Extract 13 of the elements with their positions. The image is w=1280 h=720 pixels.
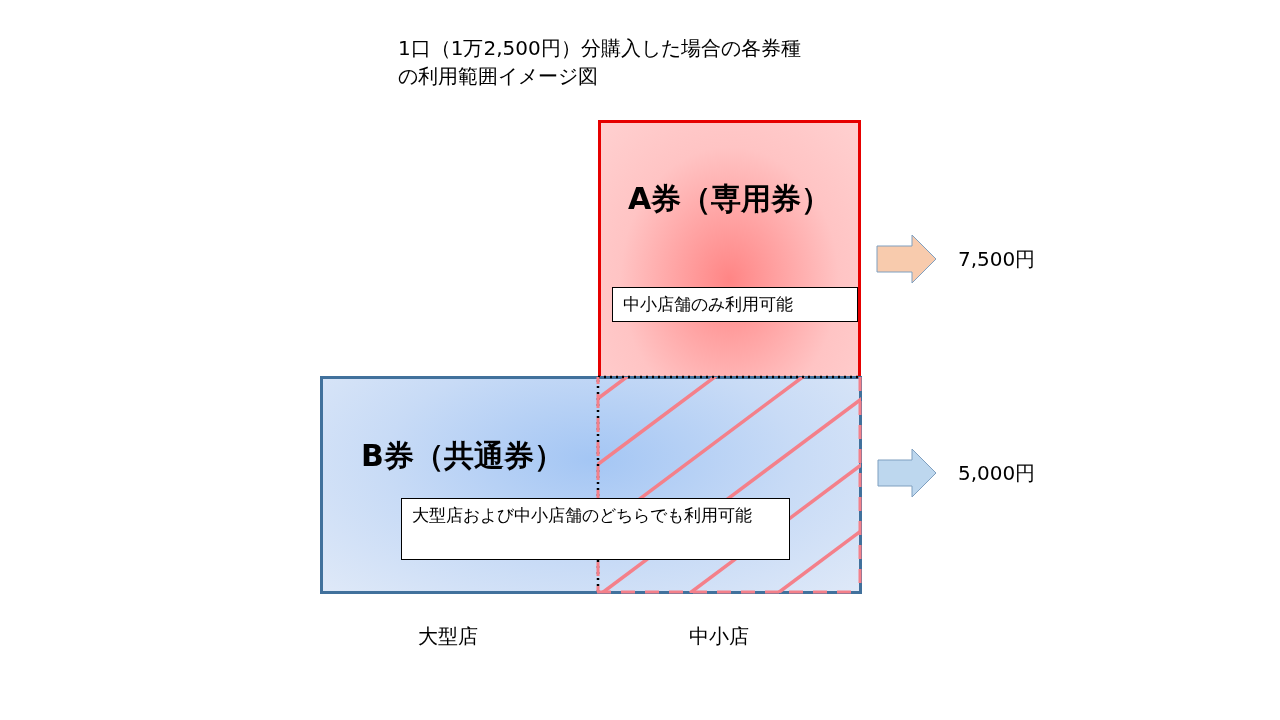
amount-label: 7,500円 bbox=[958, 244, 1058, 274]
block-arrow bbox=[876, 234, 937, 284]
area-heading: A券（専用券） bbox=[626, 180, 833, 218]
store-type-label: 大型店 bbox=[418, 623, 478, 650]
block-arrow bbox=[877, 448, 937, 498]
note-box: 中小店舗のみ利用可能 bbox=[612, 287, 858, 322]
usage-area bbox=[598, 120, 861, 376]
usage-area bbox=[320, 376, 862, 594]
area-heading: B券（共通券） bbox=[361, 437, 565, 475]
store-type-label: 中小店 bbox=[689, 623, 749, 650]
note-box: 大型店および中小店舗のどちらでも利用可能 bbox=[401, 498, 790, 560]
amount-label: 5,000円 bbox=[958, 458, 1058, 488]
title: 1口（1万2,500円）分購入した場合の各券種の利用範囲イメージ図 bbox=[398, 35, 802, 90]
